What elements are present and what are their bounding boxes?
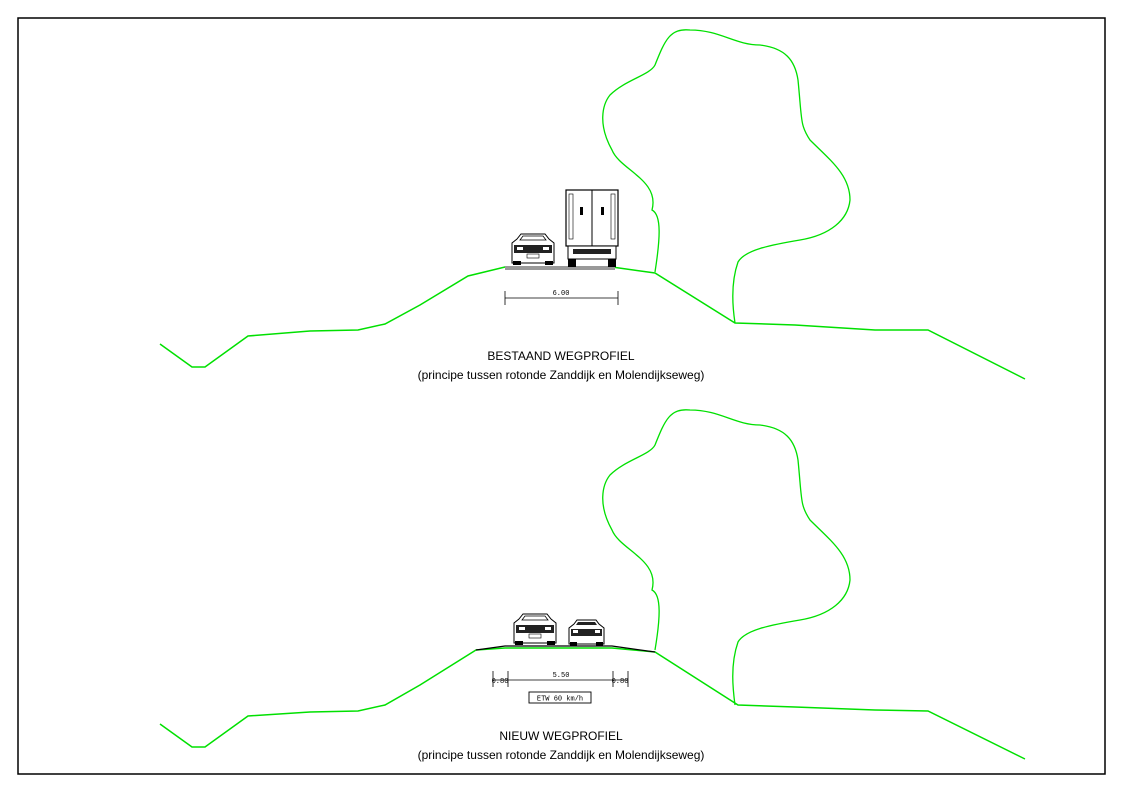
dimension-road-width: 5.50 0.80 0.80 [492,671,629,687]
road-width-label: 6.00 [553,290,570,298]
shoulder-left-label: 0.80 [492,678,509,686]
speed-zone-label: ETW 60 km/h [537,696,583,704]
existing-profile-title: BESTAAND WEGPROFIEL [487,349,635,363]
car-icon [513,613,557,645]
dimension-road-width: 6.00 [504,290,619,305]
road-width-label: 5.50 [553,672,570,680]
road-surface [475,645,656,653]
car-icon [568,619,605,646]
existing-profile-subtitle: (principe tussen rotonde Zanddijk en Mol… [417,368,705,382]
car-icon [511,233,555,265]
new-profile-subtitle: (principe tussen rotonde Zanddijk en Mol… [417,748,705,762]
truck-icon [565,189,619,267]
speed-zone-sign: ETW 60 km/h [528,691,592,704]
sheet-border [17,17,1106,775]
shoulder-right-label: 0.80 [612,678,629,686]
new-profile: 5.50 0.80 0.80 ETW 60 km/h [159,409,1026,760]
new-profile-title: NIEUW WEGPROFIEL [499,729,623,743]
road-surface [505,266,615,270]
tree-outline-icon [602,29,851,324]
terrain-line [159,266,1026,380]
tree-outline-icon [602,409,851,706]
existing-profile: 6.00 [159,29,1026,380]
